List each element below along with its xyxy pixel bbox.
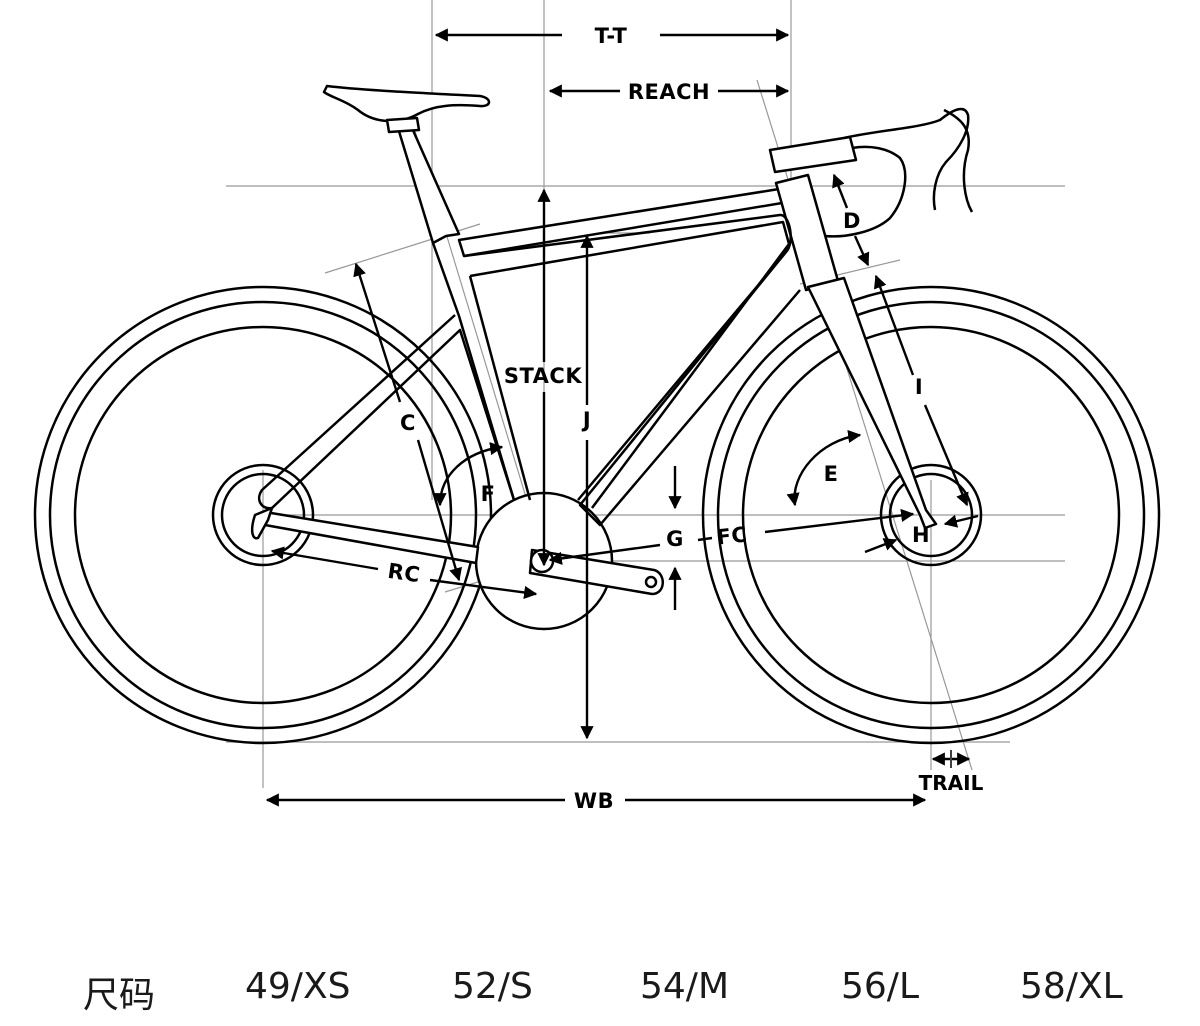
label-stack: STACK bbox=[504, 364, 582, 388]
dimension-arrows bbox=[265, 28, 979, 807]
label-rc: RC bbox=[386, 559, 422, 587]
size-col-xl: 58/XL bbox=[1020, 966, 1123, 1007]
label-g: G bbox=[666, 527, 684, 551]
construction-lines bbox=[226, 0, 1065, 788]
size-col-m: 54/M bbox=[640, 966, 729, 1007]
label-h: H bbox=[912, 523, 930, 547]
rear-wheel bbox=[33, 285, 493, 745]
size-col-s: 52/S bbox=[452, 966, 533, 1007]
label-i: I bbox=[915, 375, 923, 399]
bike-frame bbox=[250, 84, 974, 596]
label-trail: TRAIL bbox=[919, 771, 984, 795]
bike-geometry-diagram: T-T REACH STACK C D E F G FC H I J RC WB… bbox=[33, 0, 1161, 813]
label-j: J bbox=[581, 408, 591, 432]
label-f: F bbox=[481, 482, 496, 506]
size-col-xs: 49/XS bbox=[245, 966, 351, 1007]
size-header-label: 尺码 bbox=[83, 975, 156, 1016]
label-tt: T-T bbox=[595, 24, 628, 48]
label-reach: REACH bbox=[628, 80, 710, 104]
label-c: C bbox=[400, 411, 416, 435]
label-fc: FC bbox=[715, 522, 748, 549]
size-table-header-row: 尺码 49/XS 52/S 54/M 56/L 58/XL bbox=[0, 966, 1200, 1026]
size-col-l: 56/L bbox=[841, 966, 919, 1007]
label-wb: WB bbox=[574, 789, 614, 813]
label-e: E bbox=[824, 462, 839, 486]
front-wheel bbox=[701, 285, 1161, 745]
label-d: D bbox=[843, 209, 861, 233]
